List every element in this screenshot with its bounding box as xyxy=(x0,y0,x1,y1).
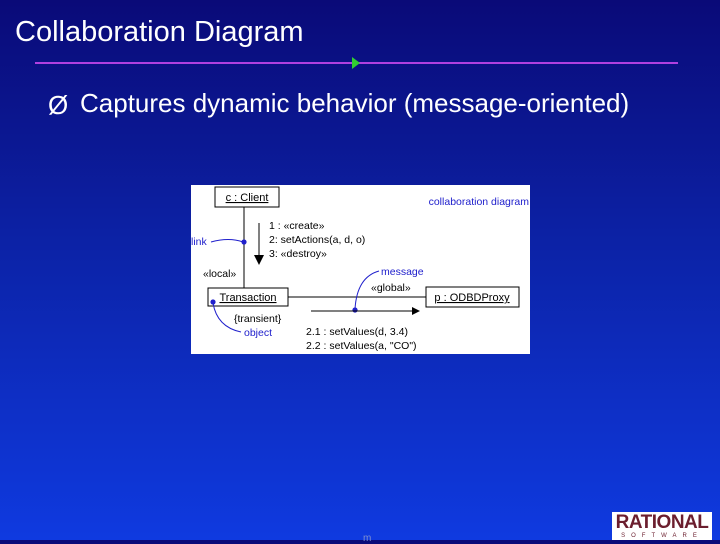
client-message-1: 1 : «create» xyxy=(269,220,325,232)
link-annotation-pointer xyxy=(210,239,244,243)
slide-title: Collaboration Diagram xyxy=(15,16,304,48)
underline-arrow-marker xyxy=(352,57,360,69)
message-annotation-dot xyxy=(352,307,358,313)
message-arrow-head xyxy=(254,255,264,265)
transaction-object-label: Transaction xyxy=(219,292,276,304)
proxy-message-1: 2.1 : setValues(d, 3.4) xyxy=(306,326,408,338)
client-message-3: 3: «destroy» xyxy=(269,248,327,260)
diagram-canvas: c : Client 1 : «create» 2: setActions(a,… xyxy=(191,186,530,352)
message-annotation-pointer xyxy=(354,270,380,310)
proxy-object-label: p : ODBDProxy xyxy=(434,292,510,304)
client-object-box xyxy=(214,186,280,208)
client-message-2: 2: setActions(a, d, o) xyxy=(269,234,365,246)
bullet-text: Captures dynamic behavior (message-orien… xyxy=(80,88,630,118)
proxy-message-2: 2.2 : setValues(a, "CO") xyxy=(306,340,417,352)
message-annotation: message xyxy=(381,266,424,278)
client-object-label: c : Client xyxy=(226,192,269,204)
local-stereotype: «local» xyxy=(203,268,236,280)
diagram-caption: collaboration diagram xyxy=(429,196,530,208)
logo-sub-text: SOFTWARE xyxy=(621,533,703,539)
bullet-arrow-icon: Ø xyxy=(48,90,69,120)
link-annotation: link xyxy=(191,236,208,248)
rational-software-logo: RATIONAL SOFTWARE xyxy=(612,512,712,540)
collaboration-diagram-figure: c : Client 1 : «create» 2: setActions(a,… xyxy=(191,185,530,354)
footer-mark: m xyxy=(363,533,372,544)
global-stereotype: «global» xyxy=(371,282,411,294)
transient-constraint: {transient} xyxy=(234,313,282,325)
object-annotation: object xyxy=(244,327,272,339)
proxy-object-box xyxy=(425,286,520,308)
object-annotation-pointer xyxy=(212,302,242,333)
object-annotation-dot xyxy=(210,299,216,305)
logo-main-text: RATIONAL xyxy=(615,512,709,533)
link-annotation-dot xyxy=(241,239,247,245)
